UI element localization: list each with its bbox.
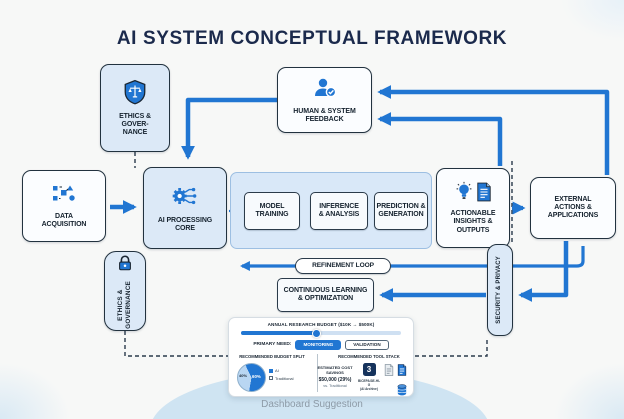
legend-label-traditional: Traditional — [275, 375, 294, 381]
node-label: ACTIONABLE INSIGHTS & OUTPUTS — [450, 210, 496, 234]
node-external-actions: EXTERNAL ACTIONS & APPLICATIONS — [530, 177, 616, 239]
node-prediction-generation: PREDICTION & GENERATION — [374, 192, 428, 230]
budget-split-pie-chart: 40% 60% — [237, 363, 266, 392]
tool-doc-grey-icon — [384, 363, 394, 381]
node-refinement-loop: REFINEMENT LOOP — [295, 258, 391, 274]
node-ethics-governance-side: ETHICS & GOVERNANCE — [104, 251, 146, 331]
node-model-training: MODEL TRAINING — [244, 192, 300, 230]
monitoring-button[interactable]: MONITORING — [295, 340, 342, 350]
node-ethics-governance-top: ETHICS & GOVER- NANCE — [100, 64, 170, 152]
tool-caption-line1: BICEPA/3E-HI-G — [358, 379, 380, 387]
node-actionable-insights: ACTIONABLE INSIGHTS & OUTPUTS — [436, 168, 510, 248]
dashboard-suggestion-caption: Dashboard Suggestion — [261, 399, 363, 410]
tool-caption: BICEPA/3E-HI-G (AI Archive) — [357, 379, 381, 391]
savings-title: ESTIMATED COST SAVINGS — [317, 365, 353, 375]
lock-icon — [116, 254, 134, 277]
node-data-acquisition: DATA ACQUISITION — [22, 170, 106, 242]
tool-stack-title: RECOMMENDED TOOL STACK — [338, 354, 400, 359]
node-label: HUMAN & SYSTEM FEEDBACK — [293, 107, 356, 123]
lightbulb-icon — [455, 181, 473, 207]
pie-legend: AI Traditional — [269, 368, 294, 381]
tool-database-icon — [397, 383, 407, 401]
pie-traditional-label: 40% — [239, 373, 248, 378]
data-points-icon — [51, 183, 77, 210]
node-ai-processing-core: AI PROCESSING CORE — [143, 167, 227, 249]
node-security-privacy: SECURITY & PRIVACY — [487, 244, 513, 336]
node-label: REFINEMENT LOOP — [312, 262, 374, 270]
tool-logo-3-icon: 3 — [362, 363, 376, 376]
diagram-title: AI SYSTEM CONCEPTUAL FRAMEWORK — [116, 28, 508, 49]
node-label: EXTERNAL ACTIONS & APPLICATIONS — [547, 195, 599, 220]
node-label: ETHICS & GOVERNANCE — [117, 280, 132, 329]
node-label: ETHICS & GOVER- NANCE — [119, 112, 151, 137]
cost-savings-block: ESTIMATED COST SAVINGS $50,000 (29%) vs.… — [313, 365, 357, 388]
budget-slider-handle[interactable] — [311, 328, 321, 338]
node-human-system-feedback: HUMAN & SYSTEM FEEDBACK — [277, 67, 372, 133]
node-label: SECURITY & PRIVACY — [496, 256, 503, 324]
gear-circuit-icon — [170, 183, 200, 214]
savings-value: $50,000 (29%) — [318, 376, 352, 383]
legend-label-ai: AI — [275, 368, 279, 373]
dashboard-panel: ANNUAL RESEARCH BUDGET ($10K → $500K) PR… — [228, 317, 414, 397]
node-label: INFERENCE & ANALYSIS — [318, 202, 360, 218]
node-inference-analysis: INFERENCE & ANALYSIS — [310, 192, 368, 230]
legend-item-traditional: Traditional — [269, 376, 294, 381]
node-label: PREDICTION & GENERATION — [376, 202, 426, 218]
savings-note: vs. Traditional — [323, 383, 347, 388]
primary-need-row: PRIMARY NEED: MONITORING VALIDATION — [229, 340, 413, 350]
node-label: DATA ACQUISITION — [41, 212, 87, 228]
budget-slider[interactable] — [241, 328, 401, 338]
shield-scales-icon — [122, 79, 148, 110]
tool-stack-block: 3 BICEPA/3E-HI-G (AI Archive) — [357, 363, 411, 401]
legend-swatch-traditional — [269, 376, 273, 380]
budget-slider-title: ANNUAL RESEARCH BUDGET ($10K → $500K) — [267, 322, 375, 327]
node-label: CONTINUOUS LEARNING & OPTIMIZATION — [283, 286, 368, 302]
legend-swatch-ai — [269, 368, 273, 373]
budget-slider-fill — [241, 331, 317, 335]
insights-icons — [455, 181, 492, 207]
person-check-icon — [311, 76, 339, 105]
node-label: MODEL TRAINING — [255, 202, 289, 218]
node-label: AI PROCESSING CORE — [157, 216, 213, 232]
pie-ai-label: 60% — [252, 374, 261, 379]
tool-caption-line2: (AI Archive) — [360, 387, 378, 391]
validation-button[interactable]: VALIDATION — [345, 340, 389, 350]
document-icon — [476, 182, 492, 207]
panel-divider — [317, 354, 318, 392]
legend-item-ai: AI — [269, 368, 294, 373]
node-continuous-learning: CONTINUOUS LEARNING & OPTIMIZATION — [277, 278, 374, 312]
budget-split-title: RECOMMENDED BUDGET SPLIT — [239, 354, 305, 359]
tool-doc-blue-icon — [397, 363, 407, 381]
primary-need-label: PRIMARY NEED: — [253, 342, 292, 348]
